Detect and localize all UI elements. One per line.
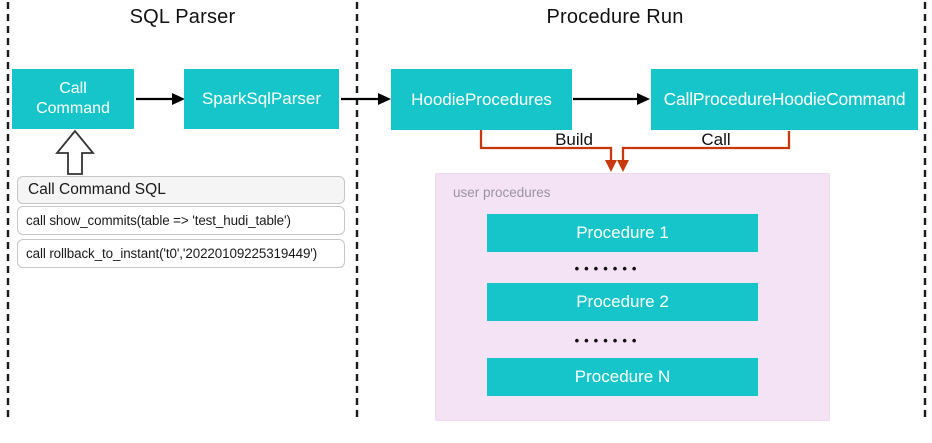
build-connector-icon	[479, 130, 617, 172]
node-hoodie-procedures-label: HoodieProcedures	[411, 89, 552, 109]
node-spark-sql-parser-label: SparkSqlParser	[201, 89, 322, 108]
arrow-callcommand-to-sparksqlparser-icon	[136, 93, 185, 105]
node-call-procedure-hoodie-command: CallProcedureHoodieCommand	[651, 69, 918, 130]
call-command-sql-panel: Call Command SQL call show_commits(table…	[17, 176, 345, 268]
user-procedures-panel: user procedures Procedure 1 ••••••• Proc…	[435, 173, 830, 421]
sql-panel-header: Call Command SQL	[17, 176, 345, 204]
node-spark-sql-parser: SparkSqlParser	[184, 69, 339, 129]
sql-example-row: call show_commits(table => 'test_hudi_ta…	[17, 206, 345, 235]
node-hoodie-procedures: HoodieProcedures	[391, 69, 572, 130]
procedure-n-box: Procedure N	[487, 358, 758, 396]
user-procedures-label: user procedures	[453, 185, 551, 200]
procedure-2-label: Procedure 2	[576, 292, 669, 311]
procedure-1-label: Procedure 1	[576, 223, 669, 242]
call-connector-icon	[617, 131, 791, 172]
procedure-2-box: Procedure 2	[487, 283, 758, 321]
ellipsis-dots: •••••••	[574, 333, 642, 348]
node-call-command: Call Command	[12, 69, 134, 129]
procedure-run-section-title: Procedure Run	[546, 6, 684, 28]
arrow-sparksqlparser-to-hoodieprocedures-icon	[341, 93, 391, 105]
procedure-n-label: Procedure N	[574, 367, 671, 386]
call-edge-label: Call	[701, 130, 731, 149]
node-call-command-label: Call Command	[36, 80, 110, 117]
procedure-1-box: Procedure 1	[487, 214, 758, 252]
sql-parser-section-title: SQL Parser	[129, 6, 236, 28]
build-edge-label: Build	[555, 130, 593, 149]
hollow-up-arrow-icon	[55, 129, 95, 175]
sql-example-row: call rollback_to_instant('t0','202201092…	[17, 239, 345, 268]
ellipsis-dots: •••••••	[574, 261, 642, 276]
arrow-hoodieprocedures-to-callprocedure-icon	[573, 93, 650, 105]
node-call-procedure-hoodie-command-label: CallProcedureHoodieCommand	[663, 89, 906, 109]
